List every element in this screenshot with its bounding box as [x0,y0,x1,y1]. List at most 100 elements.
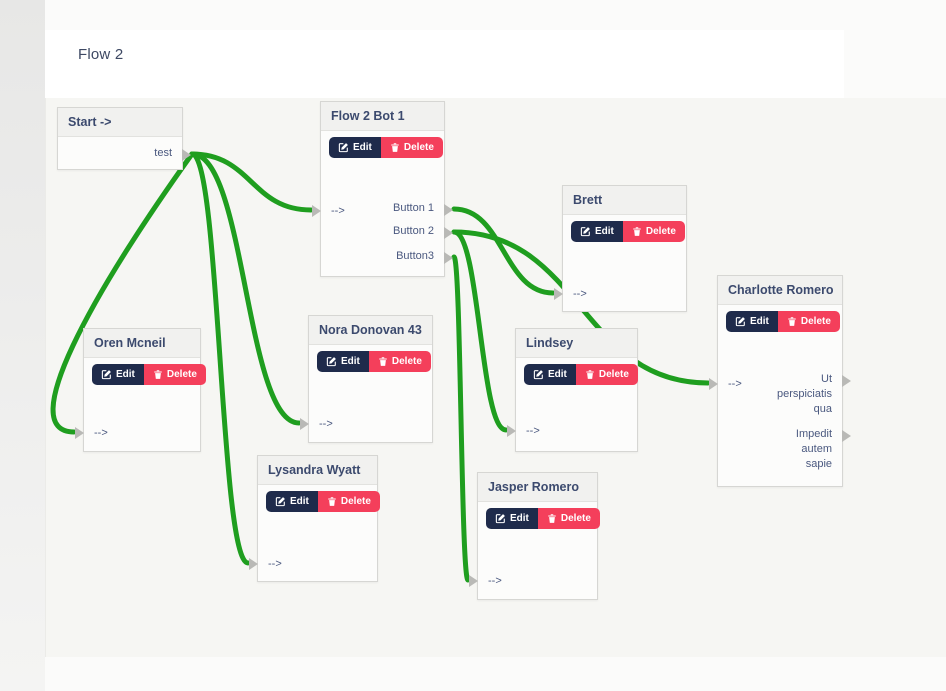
output-port-label: test [154,147,172,159]
edit-button[interactable]: Edit [266,491,318,512]
input-port-label: --> [728,378,742,390]
trash-icon [788,317,796,326]
trash-icon [328,497,336,506]
node-title: Flow 2 Bot 1 [321,102,444,131]
edit-pencil-icon [338,143,348,153]
input-port-label: --> [526,425,540,437]
edit-pencil-icon [735,317,745,327]
delete-button[interactable]: Delete [317,491,380,512]
output-port[interactable] [444,227,453,239]
edit-button[interactable]: Edit [486,508,538,529]
node-actions: Edit Delete [92,364,206,385]
edit-pencil-icon [580,227,590,237]
output-port[interactable] [842,430,851,442]
output-port[interactable] [842,375,851,387]
edit-pencil-icon [326,357,336,367]
edit-button[interactable]: Edit [524,364,576,385]
delete-button[interactable]: Delete [143,364,206,385]
output-port[interactable] [444,204,453,216]
edit-button-label: Edit [353,141,372,153]
trash-icon [379,357,387,366]
edit-button[interactable]: Edit [317,351,369,372]
trash-icon [586,370,594,379]
node-actions: Edit Delete [329,137,443,158]
input-port-label: --> [319,418,333,430]
delete-button-label: Delete [166,368,197,380]
delete-button[interactable]: Delete [380,137,443,158]
input-port[interactable] [554,288,563,300]
output-port[interactable] [182,149,191,161]
delete-button[interactable]: Delete [622,221,685,242]
delete-button-label: Delete [645,225,676,237]
input-port[interactable] [75,427,84,439]
node-actions: Edit Delete [486,508,600,529]
input-port[interactable] [709,378,718,390]
node-title: Nora Donovan 43 [309,316,432,345]
node-actions: Edit Delete [524,364,638,385]
input-port-label: --> [488,575,502,587]
output-port-label: Impedit autem sapie [795,428,832,470]
edit-button-label: Edit [116,368,135,380]
edit-button[interactable]: Edit [329,137,381,158]
delete-button-label: Delete [598,368,629,380]
input-port-label: --> [94,427,108,439]
delete-button[interactable]: Delete [575,364,638,385]
input-port-label: --> [268,558,282,570]
page-title: Flow 2 [78,46,124,63]
edit-button[interactable]: Edit [726,311,778,332]
input-port[interactable] [312,205,321,217]
flow-node-start[interactable]: Start -> test [57,107,191,170]
node-actions: Edit Delete [726,311,840,332]
delete-button-label: Delete [403,141,434,153]
input-port[interactable] [300,418,309,430]
page-header: Flow 2 [45,30,844,98]
input-port[interactable] [507,425,516,437]
delete-button-label: Delete [560,512,591,524]
input-port[interactable] [469,575,478,587]
node-title: Brett [563,186,686,215]
node-actions: Edit Delete [266,491,380,512]
flow-node-bot[interactable]: Flow 2 Bot 1 Edit Delete --> Button 1 Button … [312,101,453,277]
edit-button-label: Edit [548,368,567,380]
edit-button-label: Edit [290,495,309,507]
edit-button-label: Edit [595,225,614,237]
edit-pencil-icon [533,370,543,380]
delete-button[interactable]: Delete [537,508,600,529]
node-actions: Edit Delete [317,351,431,372]
flow-node-nora[interactable]: Nora Donovan 43 Edit Delete --> [300,315,433,443]
node-title: Charlotte Romero [718,276,842,305]
input-port-label: --> [331,205,345,217]
trash-icon [391,143,399,152]
input-port-label: --> [573,288,587,300]
node-title: Oren Mcneil [84,329,200,358]
node-title: Lysandra Wyatt [258,456,377,485]
node-actions: Edit Delete [571,221,685,242]
output-port-label: Button3 [396,250,434,262]
node-title: Start -> [58,108,182,137]
delete-button[interactable]: Delete [777,311,840,332]
edit-pencil-icon [101,370,111,380]
input-port[interactable] [249,558,258,570]
output-port-label: Ut perspiciatis qua [776,373,832,415]
output-port-label: Button 1 [393,202,434,214]
node-title: Jasper Romero [478,473,597,502]
left-gutter [0,0,45,691]
edit-button-label: Edit [750,315,769,327]
delete-button-label: Delete [340,495,371,507]
edit-button-label: Edit [341,355,360,367]
output-port-label: Button 2 [393,225,434,237]
output-port[interactable] [444,252,453,264]
trash-icon [548,514,556,523]
delete-button-label: Delete [800,315,831,327]
node-title: Lindsey [516,329,637,358]
edit-button[interactable]: Edit [92,364,144,385]
delete-button-label: Delete [391,355,422,367]
edit-button[interactable]: Edit [571,221,623,242]
delete-button[interactable]: Delete [368,351,431,372]
